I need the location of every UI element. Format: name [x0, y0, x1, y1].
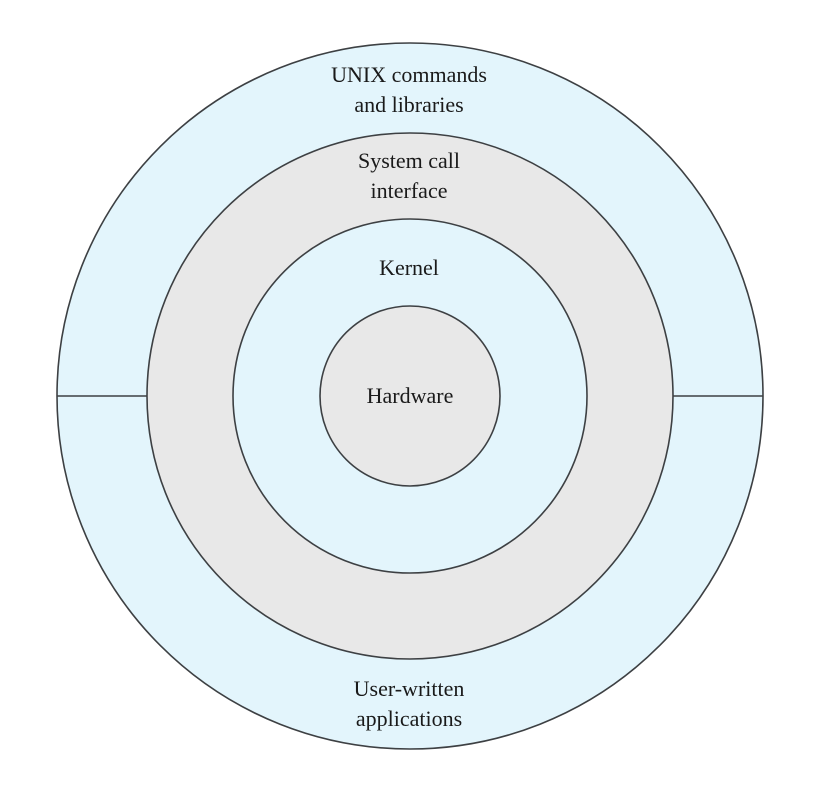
user-written-applications-label-line2: applications [356, 706, 462, 731]
system-call-interface-label-line2: interface [371, 178, 448, 203]
unix-commands-label-line1: UNIX commands [331, 62, 487, 87]
kernel-label: Kernel [379, 255, 439, 280]
hardware-core [319, 305, 501, 487]
hardware-label: Hardware [367, 383, 454, 408]
unix-commands-label-line2: and libraries [354, 92, 463, 117]
user-written-applications-label-line1: User-written [354, 676, 465, 701]
system-call-interface-label-line1: System call [358, 148, 460, 173]
